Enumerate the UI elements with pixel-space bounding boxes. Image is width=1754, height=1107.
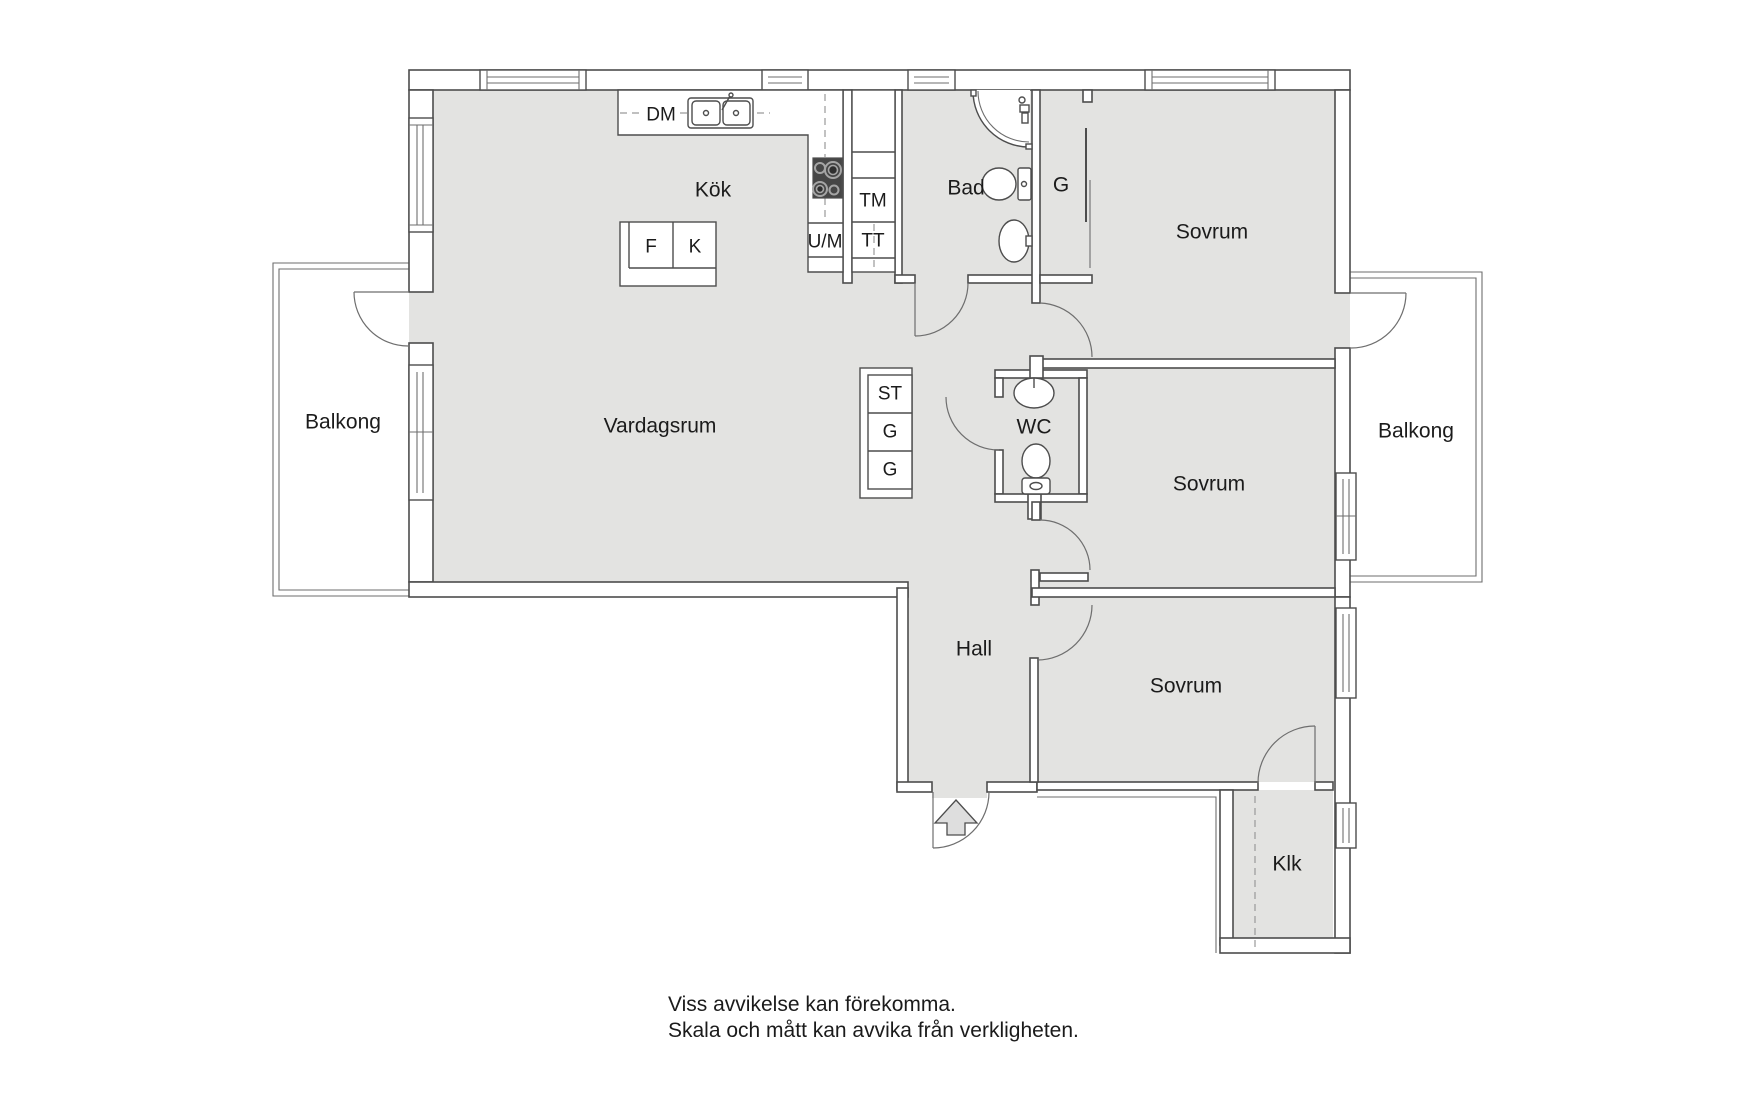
wall-segment — [896, 587, 909, 791]
room-label-wc: WC — [1017, 416, 1052, 439]
wall-segment — [994, 449, 1004, 495]
floor-bedroom1 — [1032, 90, 1335, 359]
wall-segment — [1219, 789, 1234, 946]
room-label-hall: Hall — [956, 638, 992, 661]
window — [1335, 607, 1357, 699]
footer-disclaimer-line2: Skala och mått kan avvika från verklighe… — [668, 1019, 1079, 1042]
wall-segment — [896, 781, 933, 793]
room-label-kitchen: Kök — [695, 179, 732, 202]
window — [761, 69, 809, 91]
room-label-bedroom1: Sovrum — [1176, 221, 1248, 244]
wall-segment — [994, 377, 1004, 398]
wall-segment — [1039, 274, 1093, 284]
room-label-wardrobe: G — [1053, 174, 1069, 197]
room-label-balcony-left: Balkong — [305, 411, 381, 434]
wc-sink — [1013, 377, 1055, 409]
closet-label-st: ST — [878, 384, 903, 405]
room-label-living: Vardagsrum — [604, 415, 717, 438]
wall-segment — [1039, 572, 1089, 582]
wall-segment — [894, 274, 916, 284]
floor-entry — [932, 780, 987, 798]
klk-door — [1257, 725, 1316, 784]
wall-segment — [986, 781, 1038, 793]
floor-klk — [1233, 790, 1333, 938]
wall-segment — [1031, 501, 1041, 521]
wall-segment — [1031, 587, 1336, 598]
fixture-label-fridge: K — [689, 237, 702, 258]
balcony-door-left — [353, 291, 409, 347]
fixture-label-dishwasher: DM — [646, 105, 676, 126]
wall-segment — [1031, 89, 1041, 304]
window — [408, 364, 434, 501]
balcony-right-rail-inner — [1350, 277, 1477, 577]
fixtures — [617, 89, 1256, 950]
wall-segment — [1036, 781, 1259, 791]
entrance-arrow-icon — [933, 799, 979, 836]
wall-segment — [1082, 89, 1093, 103]
window — [1335, 802, 1357, 849]
wall-segment — [1029, 657, 1039, 783]
doors — [353, 282, 1407, 849]
balcony-railings — [272, 262, 1483, 597]
window — [907, 69, 956, 91]
window — [1335, 472, 1357, 561]
balcony-right-rail-outer — [1350, 271, 1483, 583]
facade-line — [1037, 796, 1217, 953]
floor-balconydoor-right — [1335, 293, 1350, 348]
closet-label-g2: G — [883, 460, 898, 481]
windows — [408, 69, 1357, 849]
window — [408, 117, 434, 233]
fixture-label-freezer: F — [645, 237, 657, 258]
floor-balconydoor-left — [409, 292, 433, 346]
labels: Kök Vardagsrum Bad G Sovrum Sovrum Sovru… — [305, 105, 1454, 1043]
window — [1144, 69, 1276, 91]
floor-bedroom3 — [1030, 597, 1335, 782]
wc-toilet — [1021, 443, 1051, 495]
fridge-freezer-unit — [619, 221, 717, 287]
shower-head-icon — [1018, 96, 1026, 104]
bedroom2-door — [1039, 519, 1091, 571]
hall-closet — [859, 367, 913, 499]
wall-segment — [1078, 377, 1088, 495]
balcony-left-rail-inner — [278, 268, 409, 591]
kitchen-sink — [687, 92, 754, 129]
room-label-klk: Klk — [1272, 853, 1302, 876]
stove — [812, 157, 843, 199]
window — [479, 69, 587, 91]
wall-segment — [894, 89, 903, 284]
laundry-unit — [851, 89, 896, 273]
fixture-label-dryer: TT — [861, 231, 885, 252]
room-label-balcony-right: Balkong — [1378, 420, 1454, 443]
wall-segment — [1314, 781, 1334, 791]
room-label-bedroom2: Sovrum — [1173, 473, 1245, 496]
wc-door — [945, 396, 1000, 451]
room-label-bathroom: Bad — [947, 177, 984, 200]
fixture-label-washer: TM — [859, 191, 886, 212]
bathroom-door — [914, 282, 969, 337]
wardrobe-sliding-doors — [1085, 128, 1091, 268]
balcony-door-right — [1350, 292, 1407, 349]
room-label-bedroom3: Sovrum — [1150, 675, 1222, 698]
wall-segment — [1334, 89, 1351, 294]
bedroom3-door — [1036, 604, 1093, 661]
wall-segment — [842, 89, 853, 284]
bathroom-sink — [998, 219, 1033, 263]
bathroom-toilet — [981, 167, 1032, 201]
wall-segment — [1219, 937, 1351, 954]
balcony-left-rail-outer — [272, 262, 409, 597]
floor-hall — [908, 582, 1030, 782]
floor-living-kitchen — [433, 90, 843, 582]
fixture-label-oven: U/M — [808, 232, 843, 253]
footer-disclaimer-line1: Viss avvikelse kan förekomma. — [668, 993, 956, 1016]
wall-segment — [408, 581, 909, 598]
bedroom1-door — [1039, 302, 1093, 358]
closet-label-g1: G — [883, 422, 898, 443]
wall-segment — [1031, 358, 1336, 369]
shaft-notch — [1029, 355, 1044, 379]
entrance-door — [932, 791, 990, 849]
wall-segment — [967, 274, 1041, 284]
shower — [970, 89, 1033, 150]
